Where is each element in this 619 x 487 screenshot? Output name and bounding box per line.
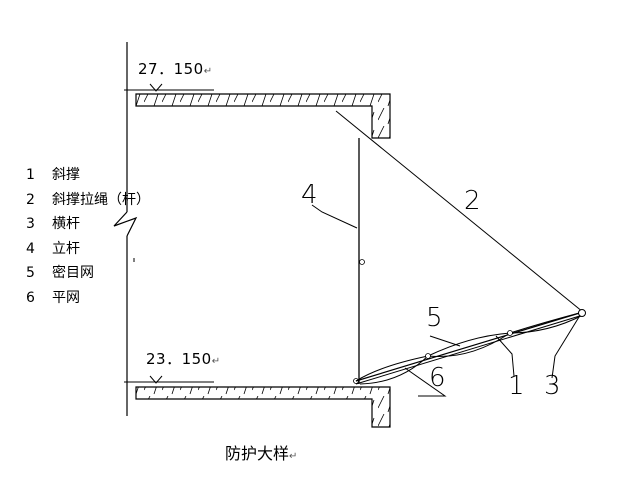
elevation-top-value: 27．150 (138, 60, 204, 78)
leader-lines (311, 204, 580, 397)
legend-item: 2 斜撑拉绳（杆） (26, 188, 150, 213)
elevation-bottom-value: 23．150 (146, 350, 212, 368)
legend-label: 立杆 (52, 240, 80, 257)
callout-6: 6 (429, 363, 446, 393)
brace-and-nets (355, 309, 586, 385)
legend: 1 斜撑 2 斜撑拉绳（杆） 3 横杆 4 立杆 5 密目网 6 平网 (26, 163, 150, 311)
legend-label: 密目网 (52, 265, 94, 282)
legend-label: 平网 (52, 289, 80, 306)
callout-2: 2 (464, 186, 481, 216)
callout-5: 5 (426, 303, 443, 333)
callout-1: 1 (508, 371, 525, 401)
legend-label: 斜撑 (52, 167, 80, 183)
return-mark-icon: ↵ (203, 66, 213, 77)
drawing-caption: 防护大样↵ (225, 440, 297, 464)
legend-item: 1 斜撑 (26, 163, 150, 188)
legend-number: 4 (26, 240, 35, 257)
wall-line (113, 42, 138, 416)
top-slab (124, 83, 391, 139)
return-mark-icon: ↵ (211, 356, 221, 367)
legend-item: 5 密目网 (26, 261, 150, 286)
legend-number: 1 (26, 167, 35, 183)
vertical-pole (353, 138, 365, 384)
callout-3: 3 (544, 371, 561, 401)
legend-label: 斜撑拉绳（杆） (52, 191, 150, 208)
legend-item: 3 横杆 (26, 212, 150, 237)
diagonal-tie-rope (335, 110, 584, 313)
legend-number: 3 (26, 216, 35, 233)
drawing-caption-text: 防护大样 (225, 444, 290, 463)
bottom-slab (124, 375, 391, 428)
legend-item: 4 立杆 (26, 237, 150, 262)
legend-number: 5 (26, 265, 35, 282)
callout-4: 4 (301, 180, 318, 210)
legend-item: 6 平网 (26, 286, 150, 311)
return-mark-icon: ↵ (289, 451, 298, 462)
elevation-bottom: 23．150↵ (146, 348, 221, 369)
legend-number: 2 (26, 191, 35, 208)
legend-number: 6 (26, 289, 35, 306)
legend-label: 横杆 (52, 216, 80, 233)
elevation-top: 27．150↵ (138, 58, 213, 79)
